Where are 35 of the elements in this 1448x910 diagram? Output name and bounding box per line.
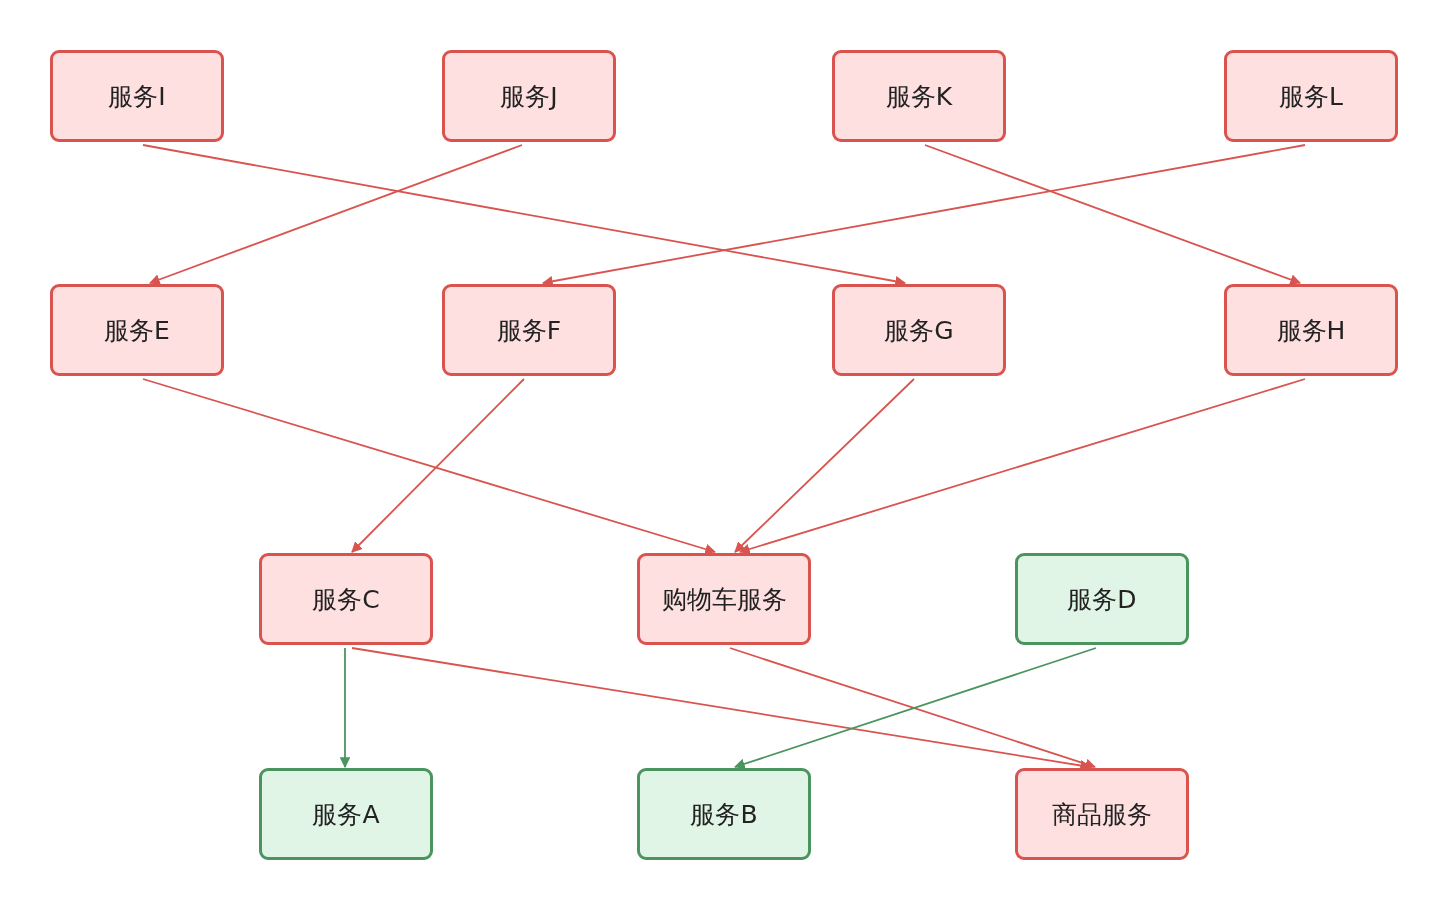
service-box <box>1224 50 1398 142</box>
service-box <box>442 50 616 142</box>
service-box <box>50 284 224 376</box>
service-box <box>637 768 811 860</box>
node-label: 商品服务 <box>1052 798 1152 831</box>
service-box <box>259 768 433 860</box>
service-box <box>50 50 224 142</box>
arrow <box>339 647 351 769</box>
arrow <box>738 378 1306 555</box>
node-label: 服务G <box>884 314 954 347</box>
service-box <box>1224 284 1398 376</box>
arrow <box>924 144 1301 285</box>
node-label: 服务J <box>500 80 558 113</box>
node-label: 购物车服务 <box>661 583 787 616</box>
arrow <box>734 378 915 553</box>
arrow <box>149 144 523 285</box>
node-label: 服务C <box>312 583 380 616</box>
service-box <box>637 553 811 645</box>
service-box <box>832 50 1006 142</box>
node-label: 服务K <box>885 80 953 113</box>
service-box <box>259 553 433 645</box>
node-label: 服务E <box>104 314 170 347</box>
node-label: 服务A <box>312 798 380 831</box>
node-label: 服务D <box>1067 583 1137 616</box>
node-label: 服务H <box>1276 314 1346 347</box>
service-box <box>832 284 1006 376</box>
arrow <box>142 378 717 555</box>
node-label: 服务F <box>496 314 562 347</box>
service-box <box>442 284 616 376</box>
node-label: 服务I <box>108 80 166 113</box>
service-box <box>1015 768 1189 860</box>
arrow <box>351 378 525 553</box>
service-box <box>1015 553 1189 645</box>
node-label: 服务B <box>690 798 758 831</box>
node-label: 服务L <box>1279 80 1343 113</box>
